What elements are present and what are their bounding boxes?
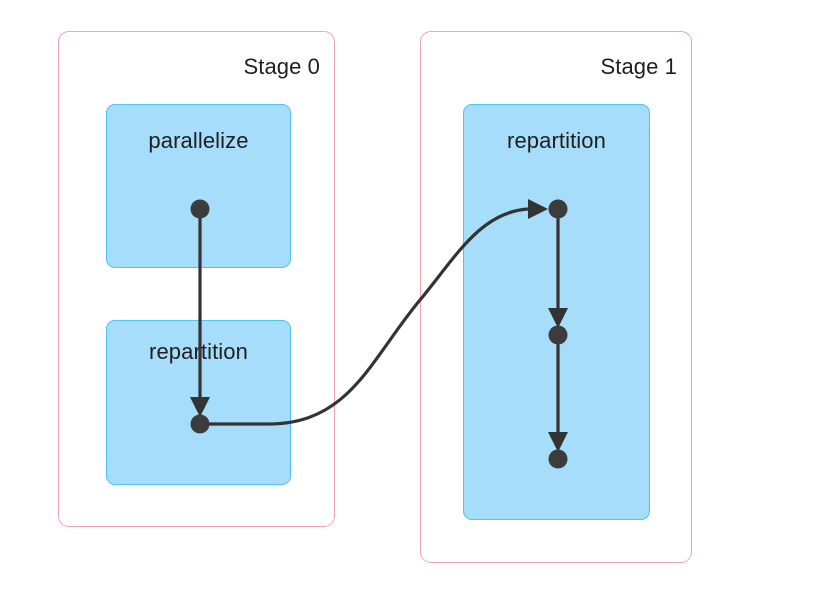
stage-label-0: Stage 0 [243,54,320,79]
operation-label-repartition-stage1: repartition [507,128,606,153]
stage-label-1: Stage 1 [600,54,677,79]
operation-box-repartition-stage1[interactable] [463,104,650,520]
operation-label-parallelize: parallelize [148,128,249,153]
operation-label-repartition-stage0: repartition [149,339,248,364]
